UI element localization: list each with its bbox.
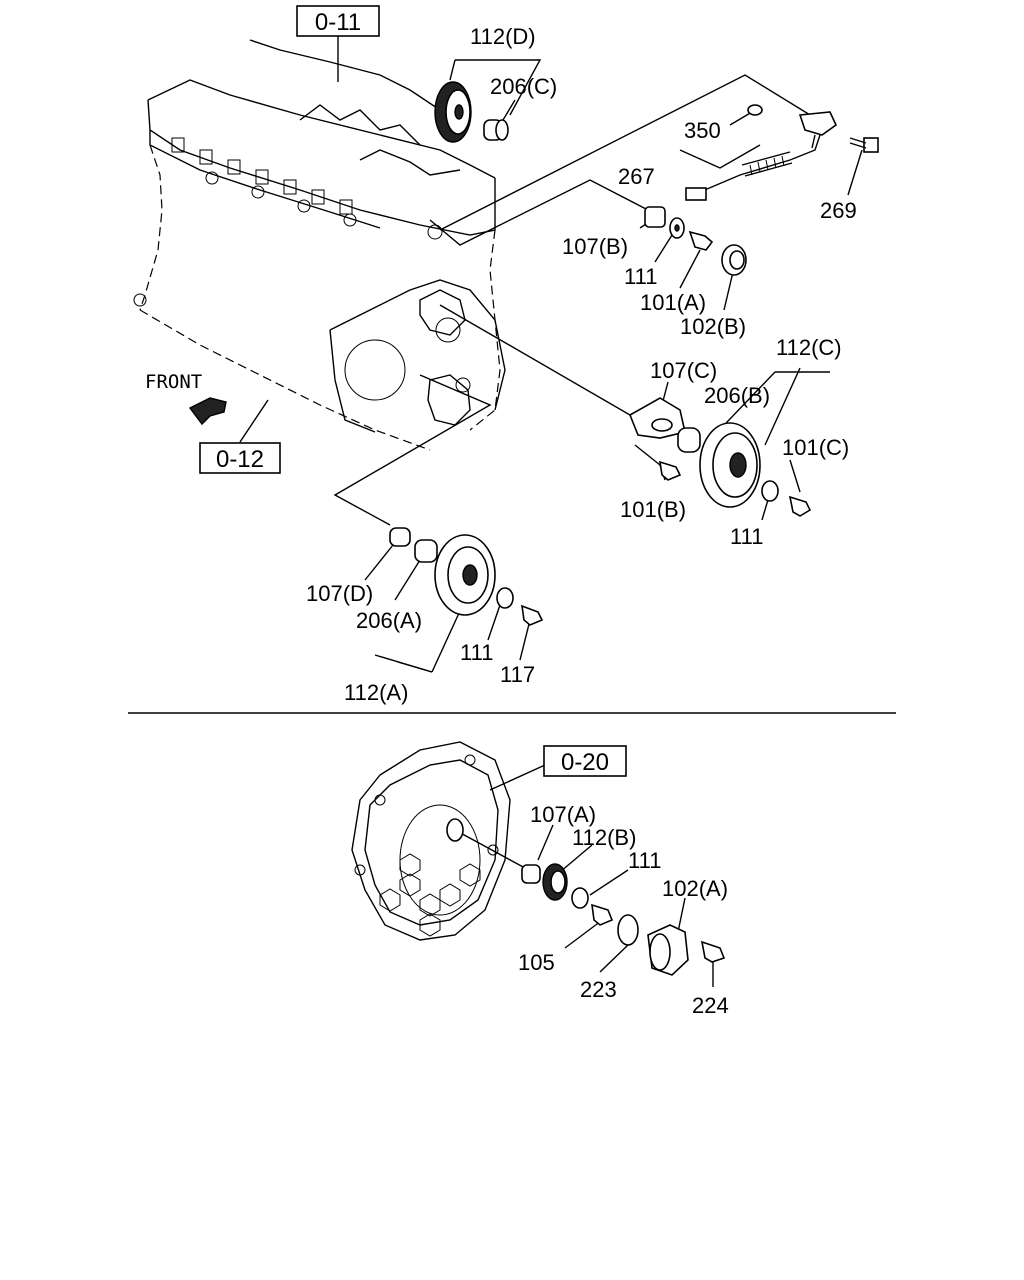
label-101c[interactable]: 101(C) [782,435,849,460]
label-101b[interactable]: 101(B) [620,497,686,522]
part-labels: 112(D) 206(C) 350 267 269 107(B) 111 101… [306,24,857,1018]
label-267[interactable]: 267 [618,164,655,189]
ref-box-0-12[interactable]: 0-12 [199,442,281,474]
label-223[interactable]: 223 [580,977,617,1002]
cam-gear-112d [434,81,472,143]
label-224[interactable]: 224 [692,993,729,1018]
label-112c[interactable]: 112(C) [776,335,842,360]
label-112a[interactable]: 112(A) [344,680,408,705]
label-102a[interactable]: 102(A) [662,876,728,901]
label-107b[interactable]: 107(B) [562,234,628,259]
label-112b[interactable]: 112(B) [572,825,636,850]
label-111-upper[interactable]: 111 [624,264,657,289]
label-206a[interactable]: 206(A) [356,608,422,633]
front-label: FRONT [145,371,202,393]
label-206b[interactable]: 206(B) [704,383,770,408]
label-206c[interactable]: 206(C) [490,74,557,99]
ref-box-0-20[interactable]: 0-20 [543,745,627,777]
label-107d[interactable]: 107(D) [306,581,373,606]
ref-0-12-label: 0-12 [216,446,264,473]
label-111-crank[interactable]: 111 [460,640,493,665]
parts-upper [188,81,879,626]
label-107a[interactable]: 107(A) [530,802,596,827]
label-117[interactable]: 117 [500,662,535,687]
label-350[interactable]: 350 [684,118,721,143]
parts-lower [521,863,726,976]
flywheel-housing-drawing [351,741,511,941]
ref-0-11-label: 0-11 [315,9,361,36]
label-105[interactable]: 105 [518,950,555,975]
front-arrow-icon [188,397,227,426]
label-102b[interactable]: 102(B) [680,314,746,339]
label-112d[interactable]: 112(D) [470,24,536,49]
label-111-lower[interactable]: 111 [628,848,661,873]
leader-lines [239,36,863,987]
ref-0-20-label: 0-20 [561,749,609,776]
label-111-mid[interactable]: 111 [730,524,763,549]
label-269[interactable]: 269 [820,198,857,223]
ref-box-0-11[interactable]: 0-11 [296,5,380,37]
label-101a[interactable]: 101(A) [640,290,706,315]
label-107c[interactable]: 107(C) [650,358,717,383]
engine-block-drawing [133,39,506,451]
